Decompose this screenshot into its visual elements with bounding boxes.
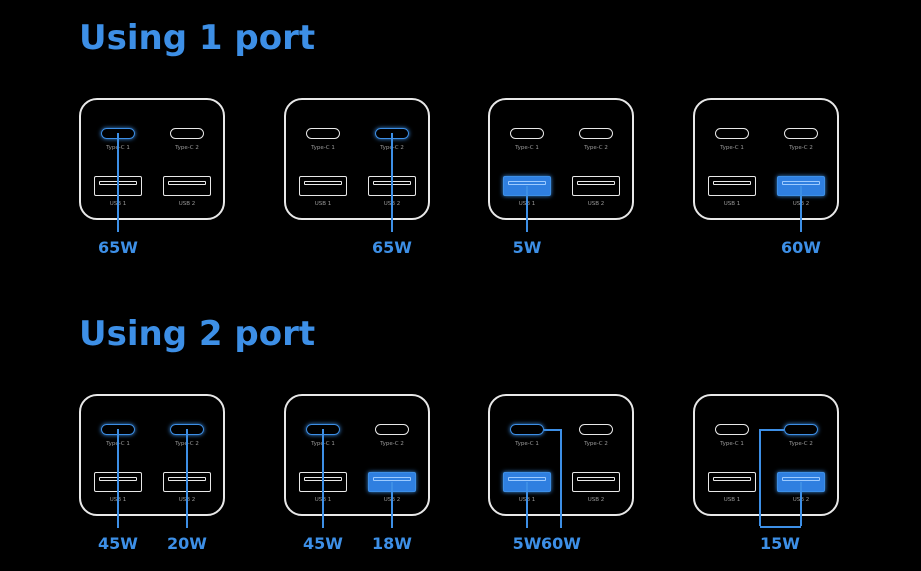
connector-line: [800, 482, 802, 526]
type-c-2-label: Type-C 2: [584, 145, 608, 151]
connector-line: [391, 133, 393, 232]
usb-2-label: USB 2: [587, 201, 605, 207]
wattage-label: 20W: [167, 534, 207, 553]
type-c-1-port: [715, 128, 749, 139]
connector-line: [800, 186, 802, 232]
type-c-1-label: Type-C 1: [720, 441, 744, 447]
connector-line: [391, 482, 393, 528]
type-c-2-label: Type-C 2: [380, 441, 404, 447]
usb-2-label: USB 2: [587, 497, 605, 503]
usb-2-port: [572, 472, 620, 492]
wattage-label: 65W: [372, 238, 412, 257]
wattage-label: 18W: [372, 534, 412, 553]
usb-2-port: [163, 176, 211, 196]
usb-1-label: USB 1: [723, 201, 741, 207]
usb-1-port: [299, 176, 347, 196]
connector-line: [760, 526, 801, 528]
wattage-label: 5W: [512, 238, 542, 257]
using-2-port-title: Using 2 port: [79, 314, 316, 354]
type-c-1-label: Type-C 1: [515, 441, 539, 447]
type-c-1-port: [306, 128, 340, 139]
connector-line: [526, 482, 528, 528]
wattage-label: 60W: [781, 238, 821, 257]
wattage-label: 45W: [303, 534, 343, 553]
connector-line: [322, 429, 324, 528]
wattage-label: 65W: [98, 238, 138, 257]
usb-1-port: [708, 472, 756, 492]
connector-line: [186, 429, 188, 528]
type-c-1-label: Type-C 1: [720, 145, 744, 151]
connector-line: [526, 186, 528, 232]
type-c-2-label: Type-C 2: [789, 441, 813, 447]
type-c-2-port: [579, 128, 613, 139]
wattage-label: 5W: [512, 534, 542, 553]
type-c-1-port: [510, 424, 544, 435]
connector-line: [117, 133, 119, 232]
type-c-2-port: [170, 128, 204, 139]
type-c-2-port: [375, 424, 409, 435]
wattage-label: 60W: [541, 534, 581, 553]
type-c-2-port: [784, 128, 818, 139]
usb-1-port: [708, 176, 756, 196]
connector-line: [759, 429, 761, 526]
using-1-port-title: Using 1 port: [79, 18, 316, 58]
usb-1-label: USB 1: [723, 497, 741, 503]
usb-2-label: USB 2: [178, 201, 196, 207]
usb-2-port: [572, 176, 620, 196]
connector-line: [560, 429, 562, 528]
type-c-1-port: [715, 424, 749, 435]
type-c-1-port: [510, 128, 544, 139]
type-c-2-label: Type-C 2: [584, 441, 608, 447]
type-c-2-port: [784, 424, 818, 435]
type-c-2-label: Type-C 2: [175, 145, 199, 151]
connector-line: [544, 429, 561, 431]
type-c-1-label: Type-C 1: [515, 145, 539, 151]
type-c-1-label: Type-C 1: [311, 145, 335, 151]
usb-1-label: USB 1: [314, 201, 332, 207]
wattage-label: 15W: [760, 534, 800, 553]
connector-line: [760, 429, 784, 431]
type-c-2-label: Type-C 2: [789, 145, 813, 151]
type-c-2-port: [579, 424, 613, 435]
connector-line: [117, 429, 119, 528]
wattage-label: 45W: [98, 534, 138, 553]
